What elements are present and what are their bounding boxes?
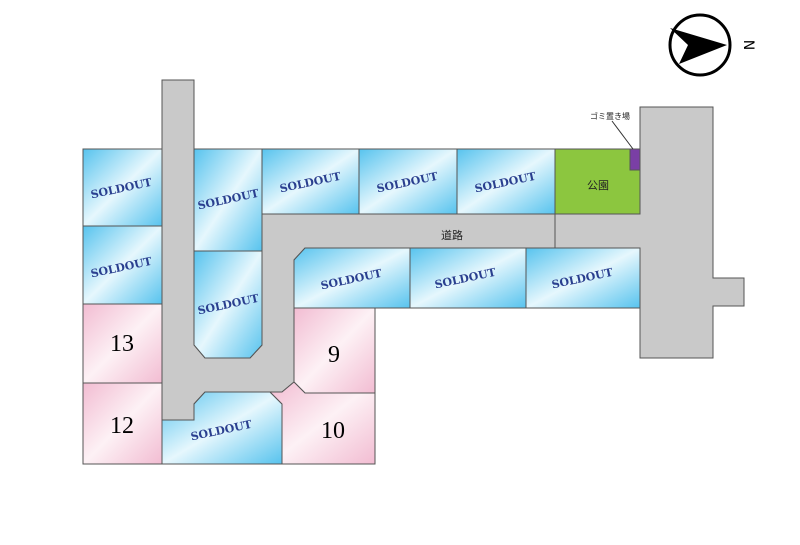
park-label: 公園 — [587, 179, 609, 192]
lot-soldout — [82, 148, 163, 227]
lot-soldout — [456, 148, 556, 215]
lot-number-labels: 13 12 9 10 — [110, 331, 345, 444]
road-label: 道路 — [441, 228, 463, 242]
north-label: N — [740, 40, 756, 50]
lot-soldout — [82, 225, 163, 305]
lot-number-9: 9 — [328, 342, 340, 368]
lot-number-12: 12 — [110, 413, 134, 439]
park — [554, 148, 641, 215]
lot-13 — [82, 303, 163, 384]
lot-number-13: 13 — [110, 331, 134, 357]
lot-number-10: 10 — [321, 418, 345, 444]
garbage-leader-line — [611, 120, 634, 150]
north-compass: N — [668, 13, 756, 77]
lot-12 — [82, 382, 163, 465]
lot-soldout — [358, 148, 458, 215]
lot-soldout — [261, 148, 360, 215]
lot-10 — [268, 381, 376, 465]
road-east-block — [554, 106, 745, 359]
north-arrow-icon — [670, 28, 727, 64]
lot-soldout — [193, 250, 263, 359]
garbage-area — [629, 148, 641, 171]
garbage-label: ゴミ置き場 — [590, 111, 630, 121]
soldout-lots — [82, 148, 641, 465]
available-lots — [82, 303, 376, 465]
lot-soldout — [525, 247, 641, 309]
lot-soldout — [409, 247, 527, 309]
